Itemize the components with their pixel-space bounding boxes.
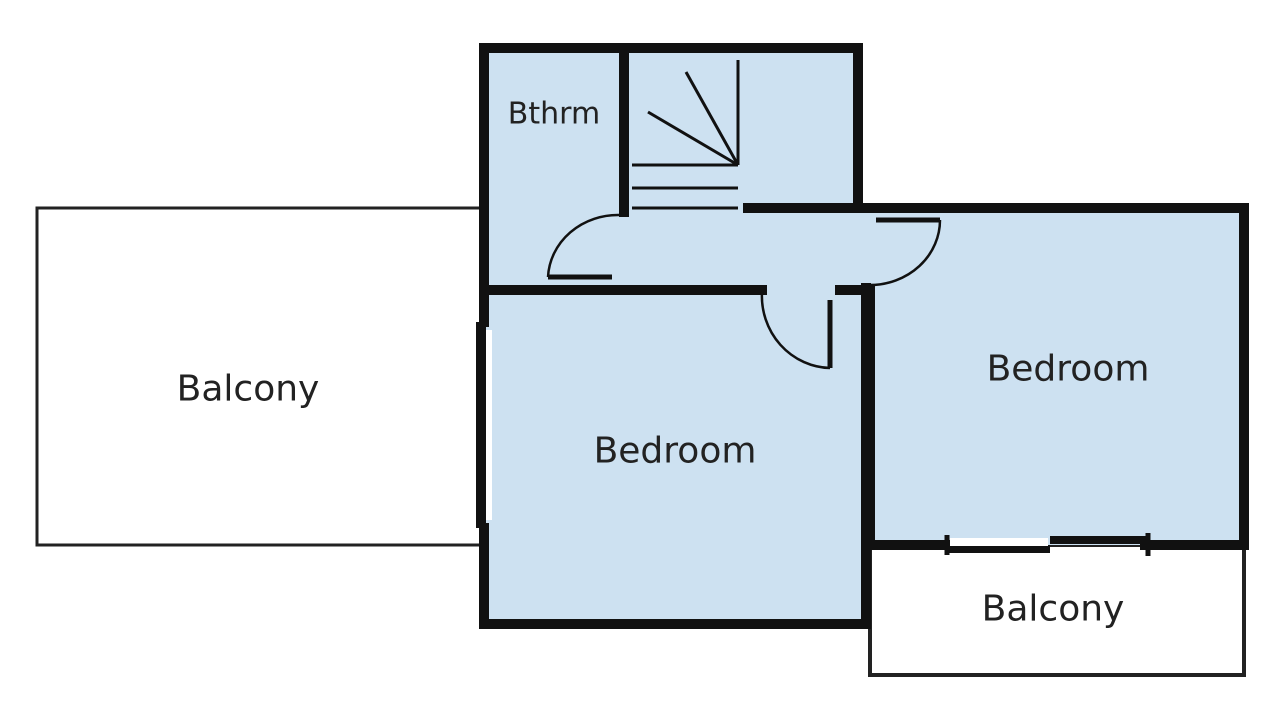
room-label-bedroom-right: Bedroom (986, 348, 1150, 390)
room-label-bathroom: Bthrm (507, 96, 601, 132)
sliding-door-balcony (944, 533, 1151, 556)
walls (479, 43, 1249, 629)
room-label-balcony-left: Balcony (176, 368, 320, 410)
doors (546, 213, 942, 370)
balcony-left-area (35, 206, 486, 547)
room-label-bedroom-left: Bedroom (593, 430, 757, 472)
window-left (476, 322, 492, 528)
room-label-balcony-right: Balcony (981, 588, 1125, 630)
stairs (632, 60, 740, 210)
balcony-right-area (868, 543, 1246, 677)
